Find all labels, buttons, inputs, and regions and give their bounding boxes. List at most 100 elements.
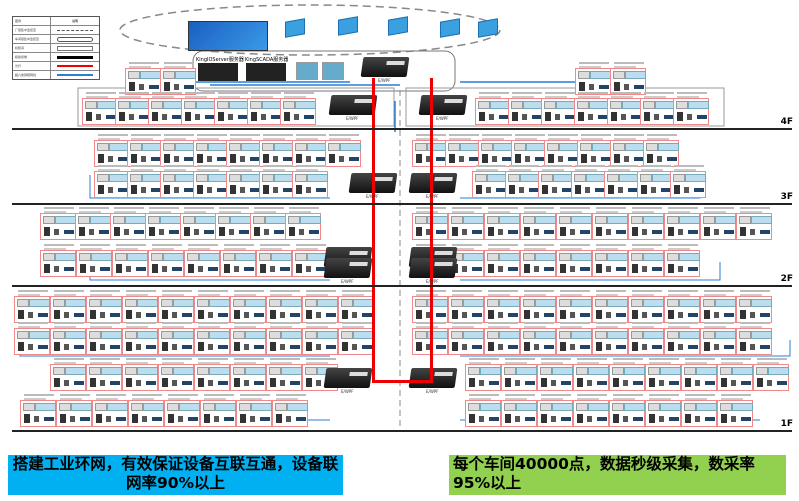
device-box[interactable] (592, 207, 628, 240)
device-box[interactable] (20, 394, 56, 427)
device-box[interactable] (160, 62, 196, 95)
device-box[interactable] (537, 394, 573, 427)
device-box[interactable] (465, 394, 501, 427)
device-box[interactable] (110, 207, 146, 240)
device-box[interactable] (250, 207, 286, 240)
device-box[interactable] (193, 165, 229, 198)
device-box[interactable] (478, 134, 514, 167)
device-box[interactable] (664, 290, 700, 323)
device-box[interactable] (736, 322, 772, 355)
device-box[interactable] (484, 244, 520, 277)
device-box[interactable] (645, 358, 681, 391)
device-box[interactable] (50, 322, 86, 355)
device-box[interactable] (640, 92, 676, 125)
device-box[interactable] (628, 290, 664, 323)
device-box[interactable] (508, 92, 544, 125)
device-box[interactable] (448, 207, 484, 240)
device-box[interactable] (194, 290, 230, 323)
device-box[interactable] (338, 290, 374, 323)
device-box[interactable] (256, 244, 292, 277)
device-box[interactable] (511, 134, 547, 167)
device-box[interactable] (736, 207, 772, 240)
device-box[interactable] (610, 134, 646, 167)
device-box[interactable] (194, 322, 230, 355)
device-box[interactable] (272, 394, 308, 427)
device-box[interactable] (717, 394, 753, 427)
device-box[interactable] (158, 322, 194, 355)
device-box[interactable] (338, 322, 374, 355)
device-box[interactable] (40, 244, 76, 277)
device-box[interactable] (160, 165, 196, 198)
network-switch[interactable] (408, 173, 458, 193)
device-box[interactable] (184, 244, 220, 277)
device-box[interactable] (115, 92, 151, 125)
device-box[interactable] (127, 165, 163, 198)
device-box[interactable] (573, 394, 609, 427)
device-box[interactable] (484, 207, 520, 240)
network-switch[interactable] (323, 368, 373, 388)
device-box[interactable] (127, 134, 163, 167)
device-box[interactable] (610, 62, 646, 95)
device-box[interactable] (445, 134, 481, 167)
device-box[interactable] (220, 244, 256, 277)
device-box[interactable] (544, 134, 580, 167)
device-box[interactable] (628, 207, 664, 240)
device-box[interactable] (700, 290, 736, 323)
device-box[interactable] (520, 322, 556, 355)
device-box[interactable] (475, 92, 511, 125)
device-box[interactable] (226, 165, 262, 198)
device-box[interactable] (592, 244, 628, 277)
device-box[interactable] (56, 394, 92, 427)
device-box[interactable] (158, 358, 194, 391)
device-box[interactable] (592, 322, 628, 355)
device-box[interactable] (86, 290, 122, 323)
device-box[interactable] (664, 207, 700, 240)
device-box[interactable] (700, 207, 736, 240)
device-box[interactable] (259, 134, 295, 167)
device-box[interactable] (609, 358, 645, 391)
device-box[interactable] (520, 290, 556, 323)
network-switch[interactable] (408, 258, 458, 278)
device-box[interactable] (501, 394, 537, 427)
device-box[interactable] (537, 358, 573, 391)
device-box[interactable] (681, 394, 717, 427)
device-box[interactable] (230, 290, 266, 323)
device-box[interactable] (50, 358, 86, 391)
device-box[interactable] (753, 358, 789, 391)
device-box[interactable] (158, 290, 194, 323)
device-box[interactable] (292, 244, 328, 277)
device-box[interactable] (92, 394, 128, 427)
device-box[interactable] (541, 92, 577, 125)
device-box[interactable] (14, 290, 50, 323)
device-box[interactable] (520, 207, 556, 240)
device-box[interactable] (573, 358, 609, 391)
device-box[interactable] (484, 290, 520, 323)
device-box[interactable] (76, 244, 112, 277)
device-box[interactable] (82, 92, 118, 125)
device-box[interactable] (266, 290, 302, 323)
device-box[interactable] (556, 207, 592, 240)
device-box[interactable] (215, 207, 251, 240)
device-box[interactable] (643, 134, 679, 167)
device-box[interactable] (145, 207, 181, 240)
device-box[interactable] (604, 165, 640, 198)
device-box[interactable] (556, 290, 592, 323)
device-box[interactable] (94, 165, 130, 198)
device-box[interactable] (325, 134, 361, 167)
device-box[interactable] (259, 165, 295, 198)
device-box[interactable] (180, 207, 216, 240)
device-box[interactable] (247, 92, 283, 125)
device-box[interactable] (700, 322, 736, 355)
device-box[interactable] (285, 207, 321, 240)
network-switch[interactable] (408, 368, 458, 388)
device-box[interactable] (50, 290, 86, 323)
device-box[interactable] (575, 62, 611, 95)
device-box[interactable] (670, 165, 706, 198)
network-switch[interactable] (328, 95, 378, 115)
device-box[interactable] (164, 394, 200, 427)
device-box[interactable] (465, 358, 501, 391)
device-box[interactable] (520, 244, 556, 277)
device-box[interactable] (86, 322, 122, 355)
device-box[interactable] (148, 92, 184, 125)
device-box[interactable] (607, 92, 643, 125)
